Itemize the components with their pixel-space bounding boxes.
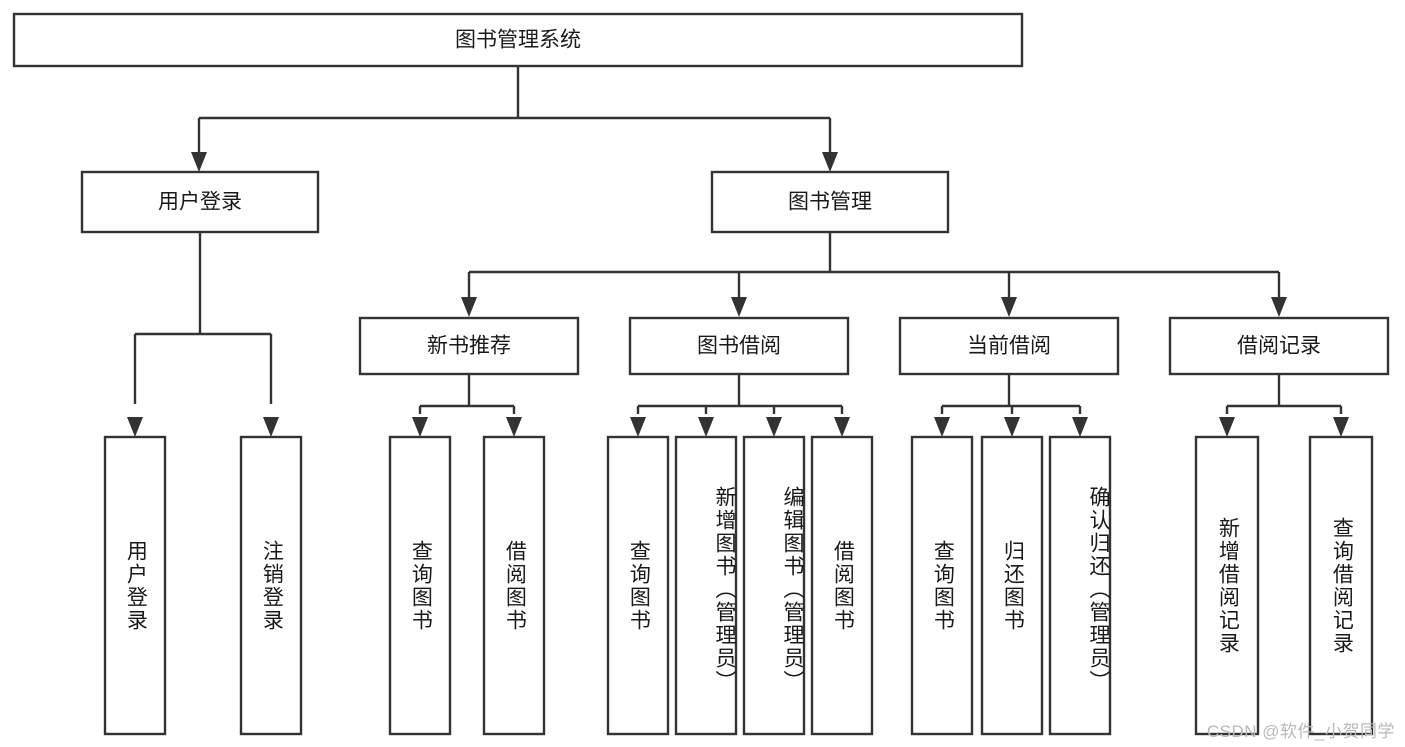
node-new-book-label: 新书推荐 xyxy=(427,335,511,358)
node-root-label: 图书管理系统 xyxy=(455,29,581,52)
node-book-manage-label: 图书管理 xyxy=(788,191,872,214)
arrowhead-current-borrow-1 xyxy=(1004,417,1020,437)
leaf-box-user-login-1[interactable] xyxy=(239,435,303,736)
arrowhead-new-book-0 xyxy=(412,417,428,437)
watermark-text: CSDN @软件_小贺同学 xyxy=(1206,722,1395,741)
arrowhead-current-borrow-0 xyxy=(934,417,950,437)
node-current-borrow-box[interactable] xyxy=(898,316,1120,376)
leaf-box-current-borrow-0[interactable] xyxy=(910,435,974,736)
leaf-box-book-borrow-1[interactable] xyxy=(674,435,738,736)
node-user-login-label: 用户登录 xyxy=(158,191,242,214)
leaf-box-current-borrow-1[interactable] xyxy=(980,435,1044,736)
leaf-box-book-borrow-2[interactable] xyxy=(742,435,806,736)
leaf-box-borrow-record-0[interactable] xyxy=(1194,435,1260,736)
arrowhead-level1-right xyxy=(822,152,838,172)
leaf-box-user-login-0[interactable] xyxy=(103,435,167,736)
arrowhead-book-borrow-3 xyxy=(834,417,850,437)
node-book-manage-box[interactable] xyxy=(710,170,950,234)
arrowhead-level1-left xyxy=(191,152,207,172)
arrowhead-current-borrow-2 xyxy=(1072,417,1088,437)
node-root-box[interactable] xyxy=(12,12,1024,68)
node-book-borrow-label: 图书借阅 xyxy=(697,335,781,358)
leaf-box-current-borrow-2[interactable] xyxy=(1048,435,1112,736)
arrowhead-user-login-1 xyxy=(263,417,279,437)
leaf-box-book-borrow-3[interactable] xyxy=(810,435,874,736)
arrowhead-level2-2 xyxy=(1001,297,1017,317)
leaf-box-borrow-record-1[interactable] xyxy=(1308,435,1374,736)
node-current-borrow-label: 当前借阅 xyxy=(967,335,1051,358)
leaf-box-new-book-0[interactable] xyxy=(388,435,452,736)
arrowhead-user-login-0 xyxy=(127,417,143,437)
arrowhead-borrow-record-0 xyxy=(1219,417,1235,437)
node-new-book-box[interactable] xyxy=(358,316,580,376)
arrowhead-level2-0 xyxy=(461,297,477,317)
arrowhead-borrow-record-1 xyxy=(1333,417,1349,437)
arrowhead-new-book-1 xyxy=(506,417,522,437)
leaf-box-book-borrow-0[interactable] xyxy=(606,435,670,736)
node-book-borrow-box[interactable] xyxy=(628,316,850,376)
arrowhead-book-borrow-2 xyxy=(766,417,782,437)
node-borrow-record-label: 借阅记录 xyxy=(1237,335,1321,358)
arrowhead-book-borrow-1 xyxy=(698,417,714,437)
leaf-box-new-book-1[interactable] xyxy=(482,435,546,736)
node-borrow-record-box[interactable] xyxy=(1168,316,1390,376)
arrowhead-level2-3 xyxy=(1271,297,1287,317)
arrowhead-book-borrow-0 xyxy=(630,417,646,437)
arrowhead-level2-1 xyxy=(731,297,747,317)
